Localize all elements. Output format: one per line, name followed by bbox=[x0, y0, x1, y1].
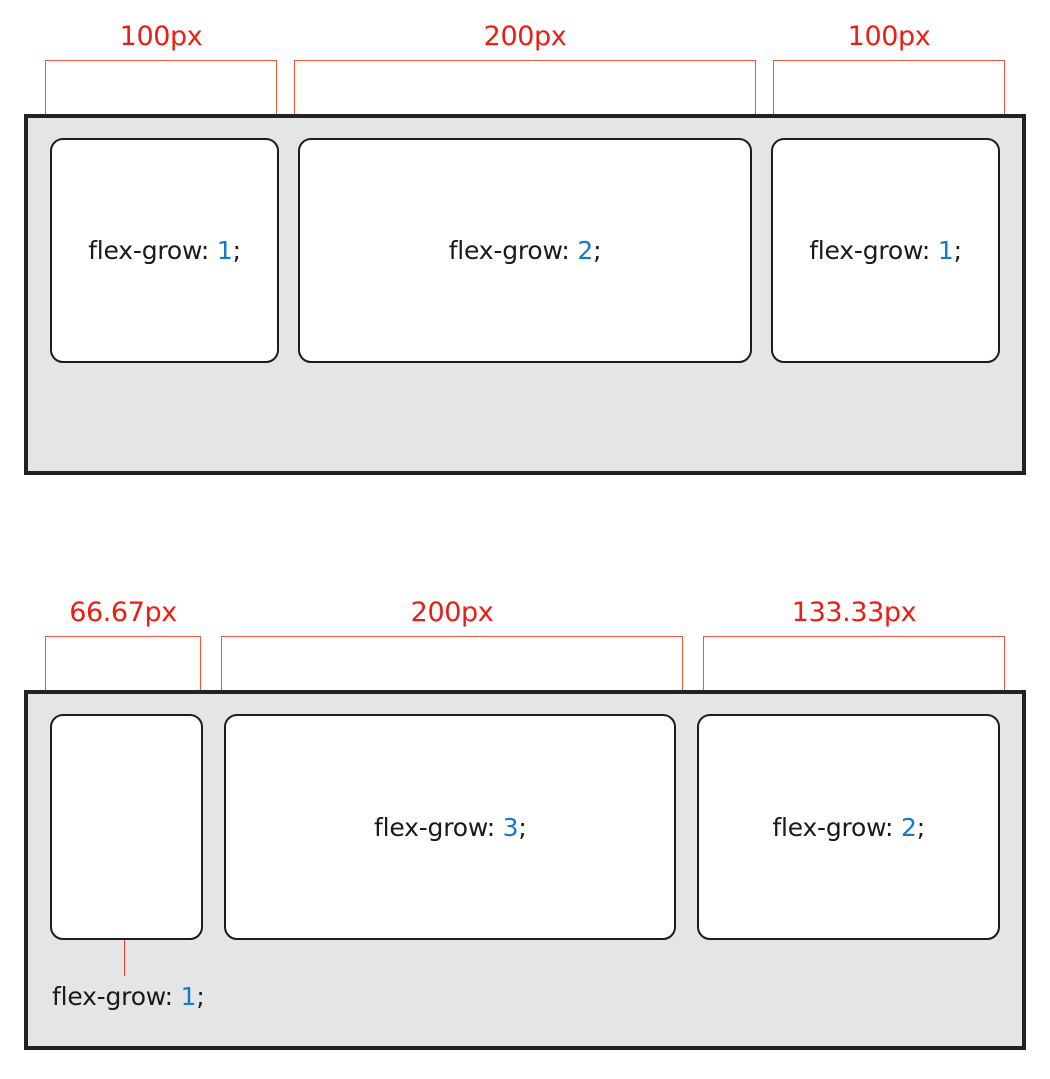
callout-leader-line bbox=[124, 940, 125, 976]
flex-grow-property: flex-grow: bbox=[772, 812, 894, 842]
flex-item-label: flex-grow: 2; bbox=[772, 813, 925, 842]
flex-item-1: flex-grow: 1; bbox=[50, 138, 279, 363]
flex-item-row: flex-grow: 1; flex-grow: 2; flex-grow: 1… bbox=[28, 138, 1022, 363]
measurement-row-one: 100px 200px 100px bbox=[0, 22, 1050, 117]
measurement-133-33px: 133.33px bbox=[703, 598, 1005, 693]
flex-grow-semicolon: ; bbox=[953, 236, 962, 265]
callout-label: flex-grow: 1; bbox=[52, 982, 205, 1011]
measurement-bracket bbox=[703, 636, 1005, 693]
flex-grow-property: flex-grow: bbox=[448, 236, 570, 265]
measurement-bracket bbox=[45, 636, 201, 693]
flex-item-3: flex-grow: 2; bbox=[697, 714, 1000, 940]
flex-grow-semicolon: ; bbox=[518, 812, 527, 842]
measurement-66-67px: 66.67px bbox=[45, 598, 201, 693]
measurement-label: 100px bbox=[847, 21, 931, 52]
measurement-label: 133.33px bbox=[791, 597, 917, 628]
flex-grow-value: 3 bbox=[502, 812, 519, 842]
measurement-bracket bbox=[221, 636, 683, 693]
flex-grow-value: 2 bbox=[577, 236, 594, 265]
flex-grow-value: 1 bbox=[216, 236, 233, 265]
measurement-label: 66.67px bbox=[69, 597, 177, 628]
flex-container-two: flex-grow: 3; flex-grow: 2; flex-grow: 1… bbox=[24, 690, 1026, 1050]
diagram-one: 100px 200px 100px flex-grow: 1; flex-gro… bbox=[0, 0, 1050, 500]
measurement-bracket bbox=[773, 60, 1005, 117]
flex-item-2: flex-grow: 2; bbox=[298, 138, 752, 363]
flex-grow-property: flex-grow: bbox=[809, 236, 931, 265]
flex-grow-value: 2 bbox=[901, 812, 917, 842]
flex-grow-property: flex-grow: bbox=[374, 812, 495, 842]
measurement-200px: 200px bbox=[221, 598, 683, 693]
flex-item-1 bbox=[50, 714, 204, 940]
flex-container-one: flex-grow: 1; flex-grow: 2; flex-grow: 1… bbox=[24, 114, 1026, 475]
diagram-two: 66.67px 200px 133.33px flex-grow: 3; fle… bbox=[0, 576, 1050, 1079]
measurement-label: 100px bbox=[119, 21, 203, 52]
measurement-bracket bbox=[294, 60, 756, 117]
flex-item-label: flex-grow: 1; bbox=[809, 236, 962, 265]
flex-grow-semicolon: ; bbox=[196, 982, 205, 1011]
flex-item-label: flex-grow: 1; bbox=[88, 236, 241, 265]
flex-item-2: flex-grow: 3; bbox=[224, 714, 677, 940]
flex-grow-property: flex-grow: bbox=[88, 236, 210, 265]
measurement-100px-right: 100px bbox=[773, 22, 1005, 117]
flex-grow-value: 1 bbox=[180, 982, 197, 1011]
flex-item-1-callout: flex-grow: 1; bbox=[28, 694, 1022, 1046]
measurement-label: 200px bbox=[483, 21, 567, 52]
flex-grow-semicolon: ; bbox=[232, 236, 241, 265]
flex-item-label: flex-grow: 2; bbox=[449, 236, 602, 265]
flex-item-3: flex-grow: 1; bbox=[771, 138, 1000, 363]
flex-grow-property: flex-grow: bbox=[52, 982, 173, 1011]
measurement-label: 200px bbox=[410, 597, 494, 628]
flex-grow-semicolon: ; bbox=[916, 812, 925, 842]
flex-grow-semicolon: ; bbox=[593, 236, 602, 265]
flex-item-row: flex-grow: 3; flex-grow: 2; bbox=[28, 714, 1022, 940]
flex-item-label: flex-grow: 3; bbox=[374, 813, 527, 842]
measurement-100px-left: 100px bbox=[45, 22, 277, 117]
measurement-200px-middle: 200px bbox=[294, 22, 756, 117]
measurement-bracket bbox=[45, 60, 277, 117]
measurement-row-two: 66.67px 200px 133.33px bbox=[0, 598, 1050, 693]
flex-grow-value: 1 bbox=[937, 236, 954, 265]
